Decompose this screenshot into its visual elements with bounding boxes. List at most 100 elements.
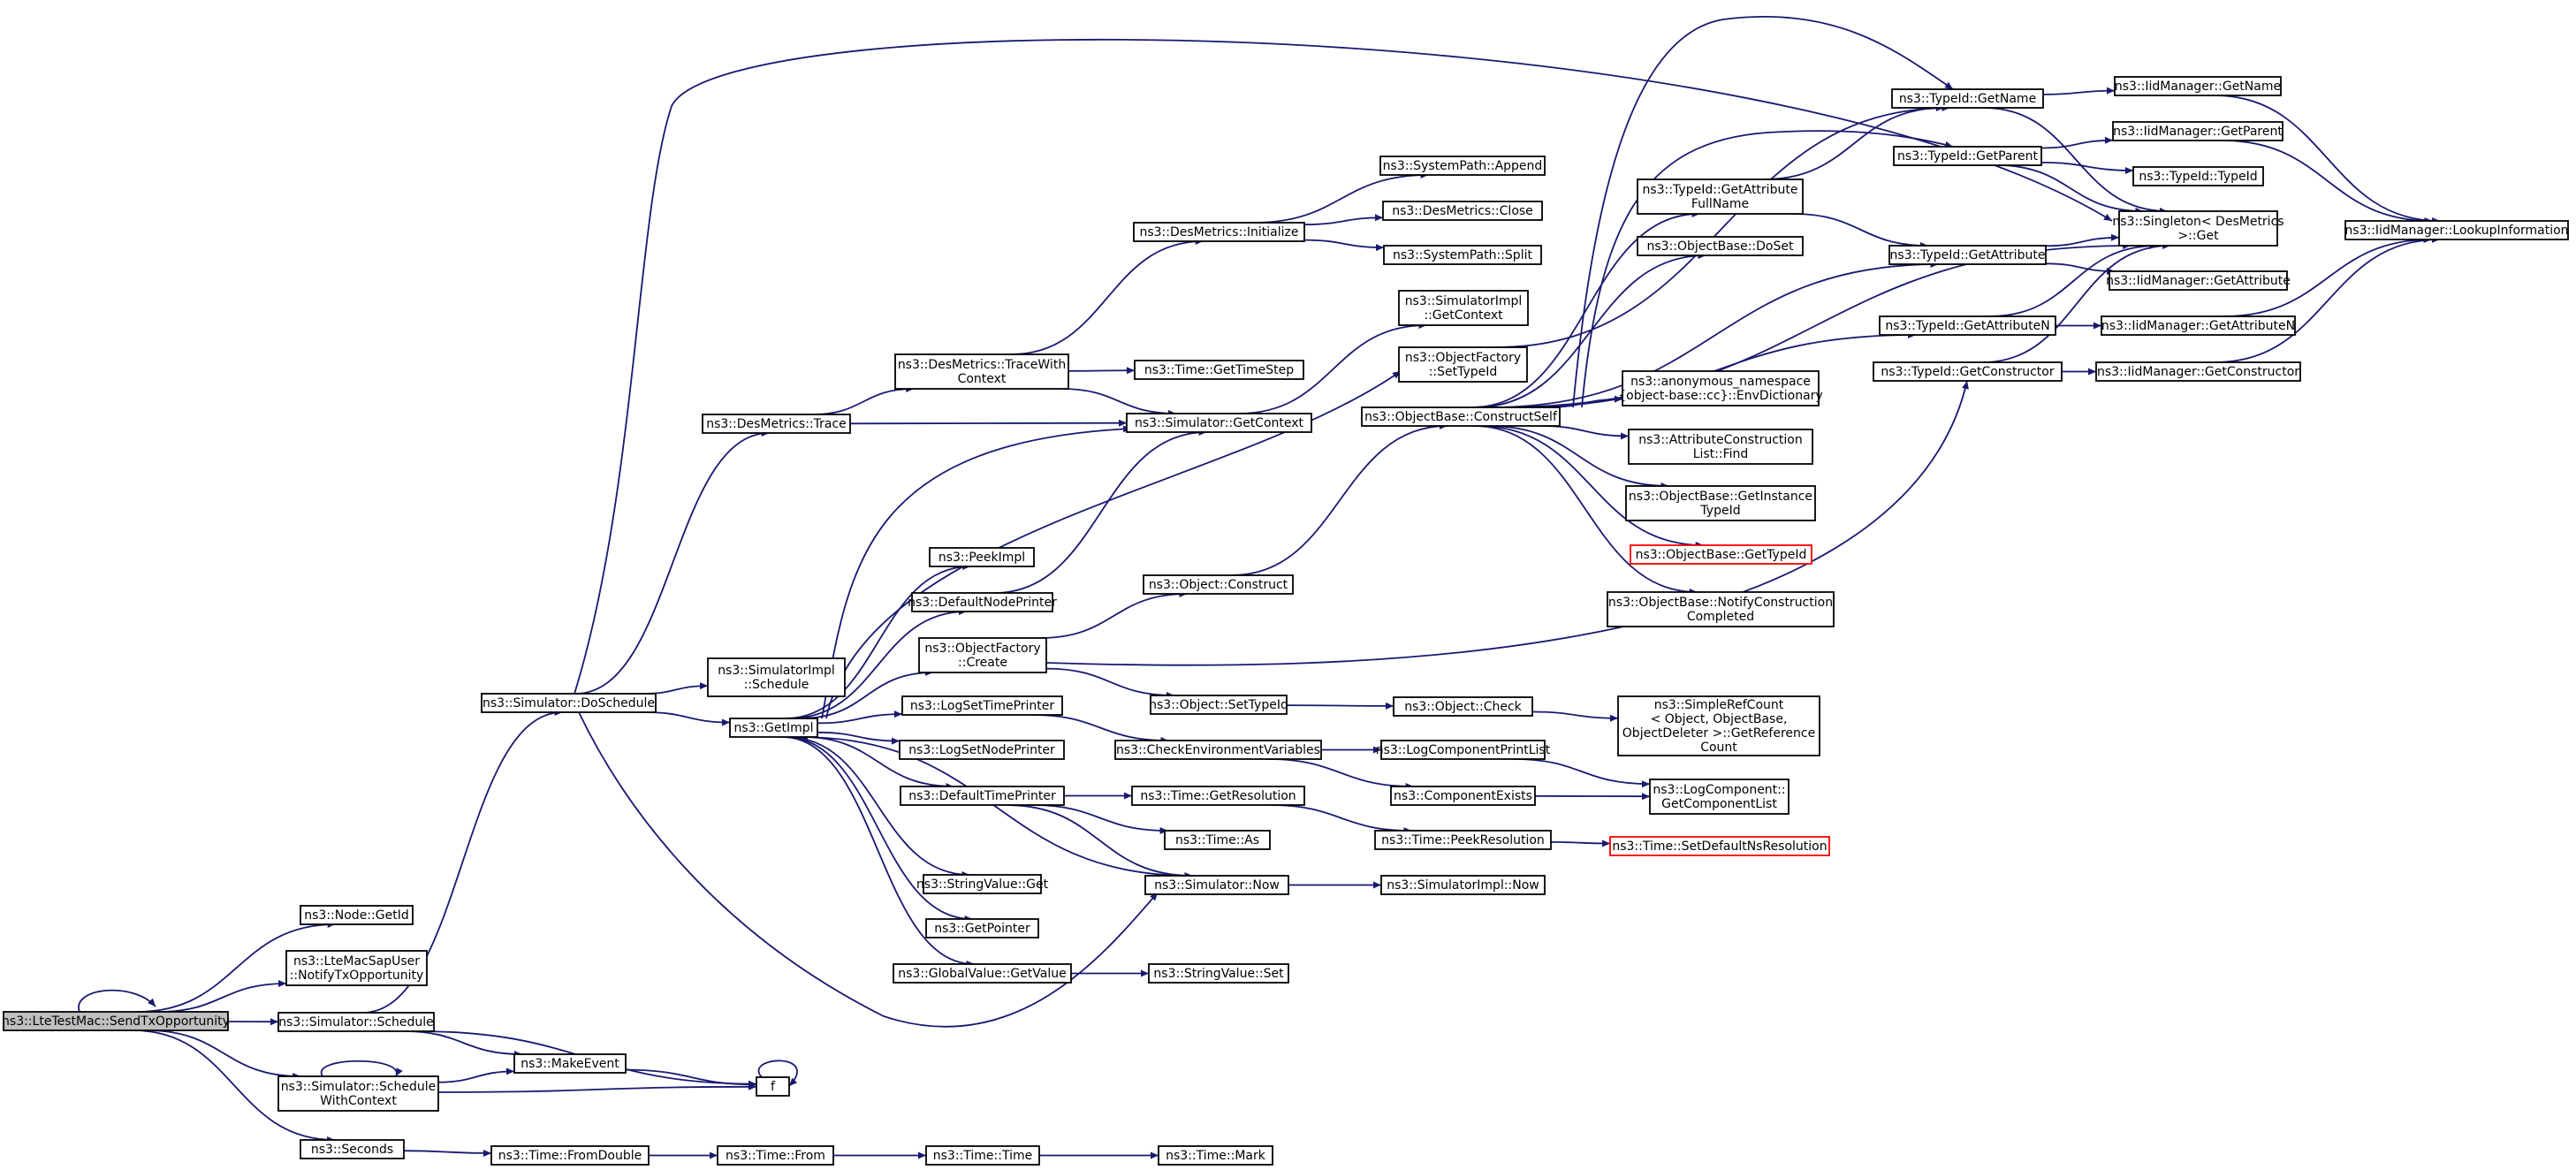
node-sysappend[interactable]: ns3::SystemPath::Append: [1379, 156, 1546, 176]
node-tidtypeid[interactable]: ns3::TypeId::TypeId: [2132, 166, 2264, 186]
node-objcheck[interactable]: ns3::Object::Check: [1393, 696, 1533, 717]
node-root[interactable]: ns3::LteTestMac::SendTxOpportunity: [2, 1011, 230, 1031]
node-desmclose-label-0: ns3::DesMetrics::Close: [1392, 204, 1533, 218]
node-desmtrace[interactable]: ns3::DesMetrics::Trace: [702, 414, 851, 434]
node-strvalset-label-0: ns3::StringValue::Set: [1153, 967, 1284, 981]
node-logsettime[interactable]: ns3::LogSetTimePrinter: [901, 695, 1063, 716]
node-logcompgetlist[interactable]: ns3::LogComponent::GetComponentList: [1649, 779, 1790, 815]
node-objsettypeid[interactable]: ns3::Object::SetTypeId: [1149, 695, 1288, 715]
node-gettimeres-box: [1131, 786, 1305, 806]
node-constructself[interactable]: ns3::ObjectBase::ConstructSelf: [1361, 406, 1561, 427]
node-logsetnode[interactable]: ns3::LogSetNodePrinter: [899, 740, 1065, 760]
node-peekimpl-box: [929, 547, 1035, 567]
node-obnotify-label-1: Completed: [1687, 610, 1754, 624]
node-desmclose[interactable]: ns3::DesMetrics::Close: [1382, 201, 1543, 221]
node-gettimestep[interactable]: ns3::Time::GetTimeStep: [1134, 360, 1304, 380]
node-mark[interactable]: ns3::Time::Mark: [1158, 1145, 1273, 1166]
node-iidlookup[interactable]: ns3::IidManager::LookupInformation: [2344, 220, 2569, 240]
node-f[interactable]: f: [756, 1076, 790, 1097]
node-checkenv-box: [1114, 740, 1322, 760]
edge-ofcreate-to-tidgetctor: [1045, 380, 1969, 666]
edge-doschedule-to-desmtrace: [575, 429, 770, 695]
node-syssplit[interactable]: ns3::SystemPath::Split: [1383, 245, 1542, 265]
node-tidgetparent[interactable]: ns3::TypeId::GetParent: [1893, 146, 2042, 166]
node-simgetctx-box: [1126, 413, 1312, 433]
edge-schedwc-to-schedwc: [320, 1060, 403, 1077]
edge-tidgetname-to-singleton: [1984, 107, 2168, 215]
node-iidgetattrn[interactable]: ns3::IidManager::GetAttributeN: [2101, 315, 2296, 336]
node-obdoset[interactable]: ns3::ObjectBase::DoSet: [1637, 236, 1804, 256]
node-timeas[interactable]: ns3::Time::As: [1164, 830, 1271, 850]
node-deftimeprinter[interactable]: ns3::DefaultTimePrinter: [900, 786, 1065, 806]
node-iidgetattr[interactable]: ns3::IidManager::GetAttribute: [2106, 270, 2291, 291]
node-getid[interactable]: ns3::Node::GetId: [300, 905, 414, 925]
node-tidgetattr[interactable]: ns3::TypeId::GetAttribute: [1888, 245, 2047, 265]
node-envdict[interactable]: ns3::anonymous_namespace{object-base::cc…: [1618, 370, 1823, 406]
node-notify-label-0: ns3::LteMacSapUser: [293, 954, 420, 969]
node-fromdouble[interactable]: ns3::Time::FromDouble: [490, 1145, 650, 1166]
node-ofsettypeid[interactable]: ns3::ObjectFactory::SetTypeId: [1398, 346, 1528, 383]
node-ofcreate[interactable]: ns3::ObjectFactory::Create: [918, 637, 1047, 673]
node-singleton[interactable]: ns3::Singleton< DesMetrics>::Get: [2112, 210, 2284, 247]
node-logcompprint[interactable]: ns3::LogComponentPrintList: [1376, 740, 1551, 760]
node-defnodeprinter[interactable]: ns3::DefaultNodePrinter: [908, 592, 1057, 612]
node-setdefres[interactable]: ns3::Time::SetDefaultNsResolution: [1609, 836, 1830, 856]
node-schedule[interactable]: ns3::Simulator::Schedule: [277, 1012, 435, 1032]
node-implnow[interactable]: ns3::SimulatorImpl::Now: [1380, 875, 1546, 895]
node-implsched[interactable]: ns3::SimulatorImpl::Schedule: [707, 657, 846, 697]
node-objconstruct[interactable]: ns3::Object::Construct: [1143, 574, 1294, 595]
node-from[interactable]: ns3::Time::From: [717, 1145, 834, 1166]
node-obgetinst-label-1: TypeId: [1699, 504, 1740, 518]
node-makeevent[interactable]: ns3::MakeEvent: [513, 1053, 627, 1074]
node-getid-label-0: ns3::Node::GetId: [304, 908, 408, 923]
node-obnotify[interactable]: ns3::ObjectBase::NotifyConstructionCompl…: [1607, 591, 1835, 627]
node-iidgetname[interactable]: ns3::IidManager::GetName: [2114, 76, 2282, 96]
node-strvalget[interactable]: ns3::StringValue::Get: [916, 874, 1049, 894]
node-desminit[interactable]: ns3::DesMetrics::Initialize: [1133, 222, 1305, 242]
node-implgetctx[interactable]: ns3::SimulatorImpl::GetContext: [1398, 290, 1529, 326]
node-tidgetctor[interactable]: ns3::TypeId::GetConstructor: [1873, 361, 2063, 382]
node-tidgetattrn[interactable]: ns3::TypeId::GetAttributeN: [1879, 315, 2056, 336]
node-globalget[interactable]: ns3::GlobalValue::GetValue: [893, 963, 1072, 984]
node-compexists-box: [1390, 786, 1536, 806]
node-notify[interactable]: ns3::LteMacSapUser::NotifyTxOpportunity: [285, 950, 428, 986]
node-timetime[interactable]: ns3::Time::Time: [925, 1145, 1040, 1166]
node-desmtrace-label-0: ns3::DesMetrics::Trace: [706, 417, 847, 431]
node-peekres[interactable]: ns3::Time::PeekResolution: [1374, 830, 1552, 850]
edge-constructself-to-getattrfull: [1471, 210, 1700, 408]
node-tidgetname[interactable]: ns3::TypeId::GetName: [1891, 88, 2044, 109]
node-gettimeres[interactable]: ns3::Time::GetResolution: [1131, 786, 1305, 806]
node-peekimpl[interactable]: ns3::PeekImpl: [929, 547, 1035, 567]
node-obgettypeid[interactable]: ns3::ObjectBase::GetTypeId: [1630, 544, 1812, 565]
edge-getimpl-to-logsettime: [817, 710, 903, 725]
node-getpointer[interactable]: ns3::GetPointer: [925, 918, 1039, 938]
node-from-box: [717, 1145, 834, 1166]
node-checkenv[interactable]: ns3::CheckEnvironmentVariables: [1114, 740, 1322, 760]
node-schedule-box: [277, 1012, 435, 1032]
node-getimpl[interactable]: ns3::GetImpl: [729, 718, 818, 738]
node-doschedule[interactable]: ns3::Simulator::DoSchedule: [481, 693, 657, 713]
node-iidgetctor[interactable]: ns3::IidManager::GetConstructor: [2095, 361, 2301, 382]
node-iidgetparent[interactable]: ns3::IidManager::GetParent: [2112, 121, 2283, 141]
node-setdefres-box: [1609, 836, 1830, 856]
node-seconds-box: [300, 1139, 405, 1159]
node-seconds[interactable]: ns3::Seconds: [300, 1139, 405, 1159]
node-singleton-label-1: >::Get: [2177, 229, 2219, 243]
node-simnow[interactable]: ns3::Simulator::Now: [1144, 875, 1289, 895]
node-objconstruct-label-0: ns3::Object::Construct: [1149, 578, 1288, 592]
node-logcompgetlist-box: [1649, 779, 1790, 815]
node-desminit-label-0: ns3::DesMetrics::Initialize: [1139, 225, 1298, 239]
node-simplerefcount[interactable]: ns3::SimpleRefCount< Object, ObjectBase,…: [1617, 695, 1820, 756]
edge-doschedule-to-simnow: [578, 711, 1159, 1028]
node-simgetctx[interactable]: ns3::Simulator::GetContext: [1126, 413, 1312, 433]
node-compexists[interactable]: ns3::ComponentExists: [1390, 786, 1536, 806]
node-getid-box: [300, 905, 414, 925]
node-attrfind-box: [1628, 429, 1813, 465]
node-simplerefcount-label-3: Count: [1700, 741, 1737, 755]
node-strvalset[interactable]: ns3::StringValue::Set: [1148, 963, 1289, 984]
